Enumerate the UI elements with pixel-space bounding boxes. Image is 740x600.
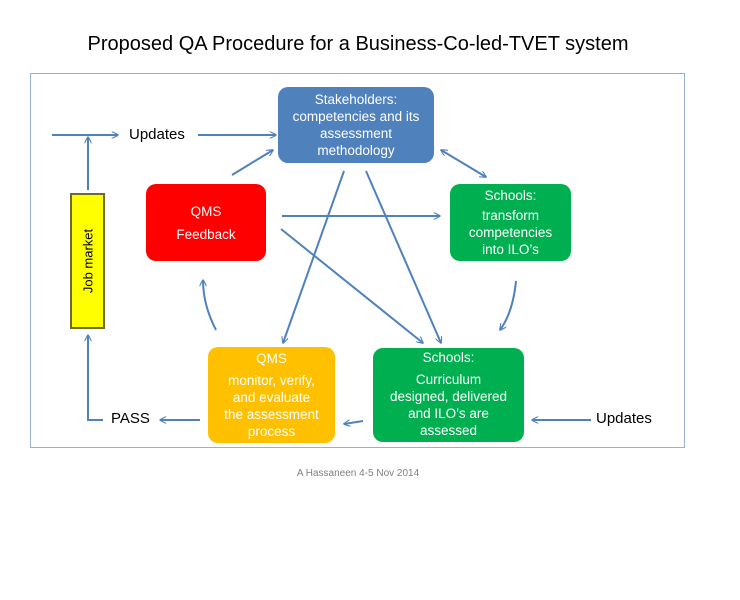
schools-curriculum-line-3: and ILO’s are	[408, 406, 489, 421]
arrow-qms-feedback-to-stakeholders	[231, 150, 273, 176]
schools-transform-box: Schools: transform competencies into ILO…	[450, 184, 571, 261]
schools-curriculum-line-4: assessed	[419, 423, 478, 438]
stakeholders-box: Stakeholders: competencies and its asses…	[278, 87, 434, 163]
qms-monitor-line-2: and evaluate	[232, 390, 311, 405]
credit-footer: A Hassaneen 4-5 Nov 2014	[296, 468, 420, 479]
qms-monitor-line-4: process	[247, 424, 296, 439]
arrow-stakeholders-schools-transform	[441, 150, 486, 177]
qms-monitor-heading: QMS	[256, 351, 287, 366]
schools-curriculum-line-1: Curriculum	[415, 372, 482, 387]
qms-monitor-line-3: the assessment	[224, 407, 319, 422]
arrow-curriculum-to-qms-monitor	[344, 421, 364, 424]
stakeholders-line-2: competencies and its	[292, 109, 420, 124]
arrow-stakeholders-to-qms-monitor	[283, 170, 345, 343]
schools-transform-heading: Schools:	[484, 188, 537, 203]
schools-curriculum-line-2: designed, delivered	[389, 389, 508, 404]
qms-feedback-line-1: QMS	[190, 203, 222, 219]
updates-top-label: Updates	[129, 126, 185, 143]
stakeholders-line-4: methodology	[317, 143, 395, 158]
diagram-title: Proposed QA Procedure for a Business-Co-…	[87, 33, 629, 55]
pass-label: PASS	[111, 410, 150, 427]
schools-curriculum-heading: Schools:	[422, 350, 475, 365]
schools-curriculum-box: Schools: Curriculum designed, delivered …	[373, 348, 524, 442]
updates-right-label: Updates	[596, 410, 652, 427]
arrow-schools-transform-to-curriculum	[500, 280, 517, 330]
qms-monitor-line-1: monitor, verify,	[228, 373, 315, 388]
stakeholders-line-1: Stakeholders:	[314, 92, 398, 107]
arrow-stakeholders-to-curriculum	[365, 170, 441, 343]
arrow-qms-feedback-to-curriculum	[280, 228, 423, 343]
job-market-bar: Job market	[70, 193, 105, 329]
stakeholders-line-3: assessment	[319, 126, 393, 141]
qms-feedback-line-2: Feedback	[176, 226, 236, 242]
schools-transform-line-3: into ILO’s	[482, 242, 539, 257]
schools-transform-line-2: competencies	[468, 225, 553, 240]
arrow-qms-monitor-to-qms-feedback	[203, 280, 217, 331]
qms-feedback-box: QMS Feedback	[146, 184, 266, 261]
schools-transform-line-1: transform	[481, 208, 539, 223]
job-market-label: Job market	[80, 228, 95, 294]
arrow-pass-to-job-market	[88, 335, 103, 421]
qms-monitor-box: QMS monitor, verify, and evaluate the as…	[208, 347, 335, 443]
diagram-frame	[30, 73, 685, 448]
